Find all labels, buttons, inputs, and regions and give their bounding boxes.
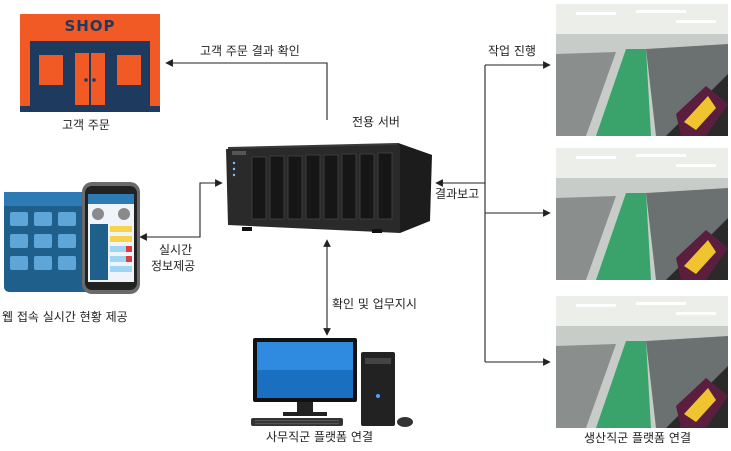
shop-icon [20,14,160,112]
arrow-phone-server [139,179,223,241]
mobile-devices-icon [4,182,140,294]
factory-floor-image [556,4,728,136]
phone-caption: 웹 접속 실시간 현황 제공 [2,310,128,324]
label-confirm-instruct: 확인 및 업무지시 [332,297,417,311]
factory-floor-image [556,148,728,280]
shop-sign: SHOP [64,17,116,35]
factory-photo-1 [556,4,728,136]
factory-photo-2 [556,148,728,280]
pc-caption: 사무직군 플랫폼 연결 [266,430,373,444]
label-result-report: 결과보고 [435,187,480,201]
label-work-progress: 작업 진행 [488,44,536,58]
factory-caption: 생산직군 플랫폼 연결 [584,431,691,445]
factory-photo-3 [556,296,728,428]
label-realtime-1: 실시간 [159,243,193,257]
pc-node [247,336,417,428]
nas-server-icon [226,143,432,233]
factory-floor-image [556,296,728,428]
label-shop-result: 고객 주문 결과 확인 [200,44,300,58]
desktop-computer-icon [251,338,413,427]
arrow-server-to-shop [165,59,328,120]
shop-node: SHOP [20,14,160,112]
phone-node [4,178,142,296]
server-caption: 전용 서버 [352,115,400,129]
shop-caption: 고객 주문 [62,118,110,132]
server-node [222,133,434,241]
label-realtime-2: 정보제공 [151,259,196,273]
